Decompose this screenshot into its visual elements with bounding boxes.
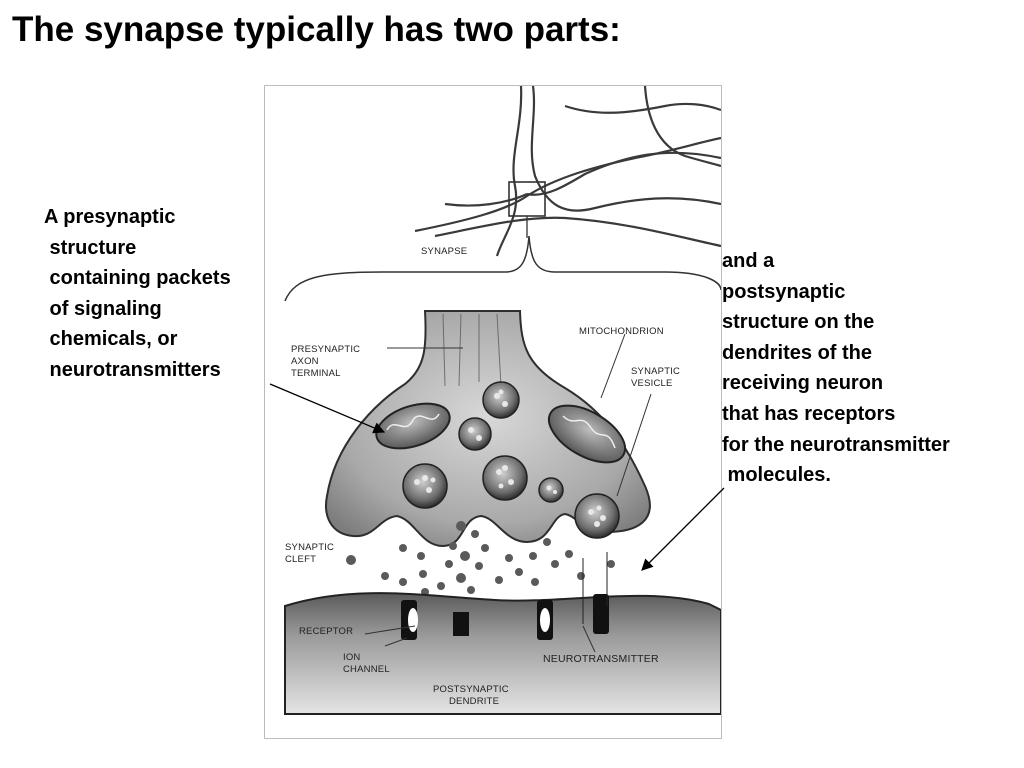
cleft-label-line: CLEFT — [285, 554, 316, 565]
caption-line: receiving neuron — [722, 372, 884, 395]
slide-title: The synapse typically has two parts: — [12, 10, 621, 49]
mitochondrion-right — [548, 404, 626, 464]
receptor-label: RECEPTOR — [299, 626, 353, 637]
caption-line: chemicals, or — [44, 328, 178, 351]
magnification-bracket — [284, 235, 721, 302]
vesicle-label-line: SYNAPTIC — [631, 366, 680, 377]
vesicle-contents — [414, 389, 606, 527]
receptor-channels — [401, 552, 609, 640]
synapse-label: SYNAPSE — [421, 246, 467, 257]
neurotransmitter-label: NEUROTRANSMITTER — [543, 653, 659, 665]
presynaptic-label-line: AXON — [291, 356, 319, 367]
nerve-fibers — [414, 86, 721, 257]
presynaptic-caption: A presynaptic structure containing packe… — [44, 202, 231, 386]
cleft-label-line: SYNAPTIC — [285, 542, 334, 553]
ion-channel-label-line: CHANNEL — [343, 664, 390, 675]
presynaptic-label-line: PRESYNAPTIC — [291, 344, 360, 355]
caption-line: postsynaptic — [722, 280, 846, 303]
caption-line: of signaling — [44, 297, 162, 320]
postsynaptic-dendrite — [284, 592, 721, 715]
neurotransmitter-molecules — [346, 521, 615, 596]
mitochondrion-label: MITOCHONDRION — [579, 326, 664, 337]
caption-line: A presynaptic — [44, 206, 176, 228]
caption-line: structure on the — [722, 311, 875, 334]
postsynaptic-label-line: DENDRITE — [449, 696, 499, 707]
caption-line: for the neurotransmitter — [722, 433, 950, 456]
caption-line: molecules. — [722, 464, 831, 487]
mitochondrion-left — [375, 402, 451, 450]
presynaptic-label-line: TERMINAL — [291, 368, 341, 379]
caption-line: that has receptors — [722, 402, 896, 425]
ion-channel-label-line: ION — [343, 652, 361, 663]
caption-line: dendrites of the — [722, 341, 873, 364]
synapse-illustration: SYNAPSE — [264, 85, 722, 739]
vesicle-label-line: VESICLE — [631, 378, 673, 389]
synaptic-vesicles — [402, 381, 620, 539]
caption-line: structure — [44, 236, 137, 259]
postsynaptic-caption: and a postsynaptic structure on the dend… — [722, 246, 950, 491]
postsynaptic-label-line: POSTSYNAPTIC — [433, 684, 509, 695]
caption-line: containing packets — [44, 267, 231, 290]
caption-line: neurotransmitters — [44, 358, 221, 381]
caption-line: and a — [722, 250, 775, 272]
synapse-diagram-svg: SYNAPSE — [284, 86, 721, 715]
